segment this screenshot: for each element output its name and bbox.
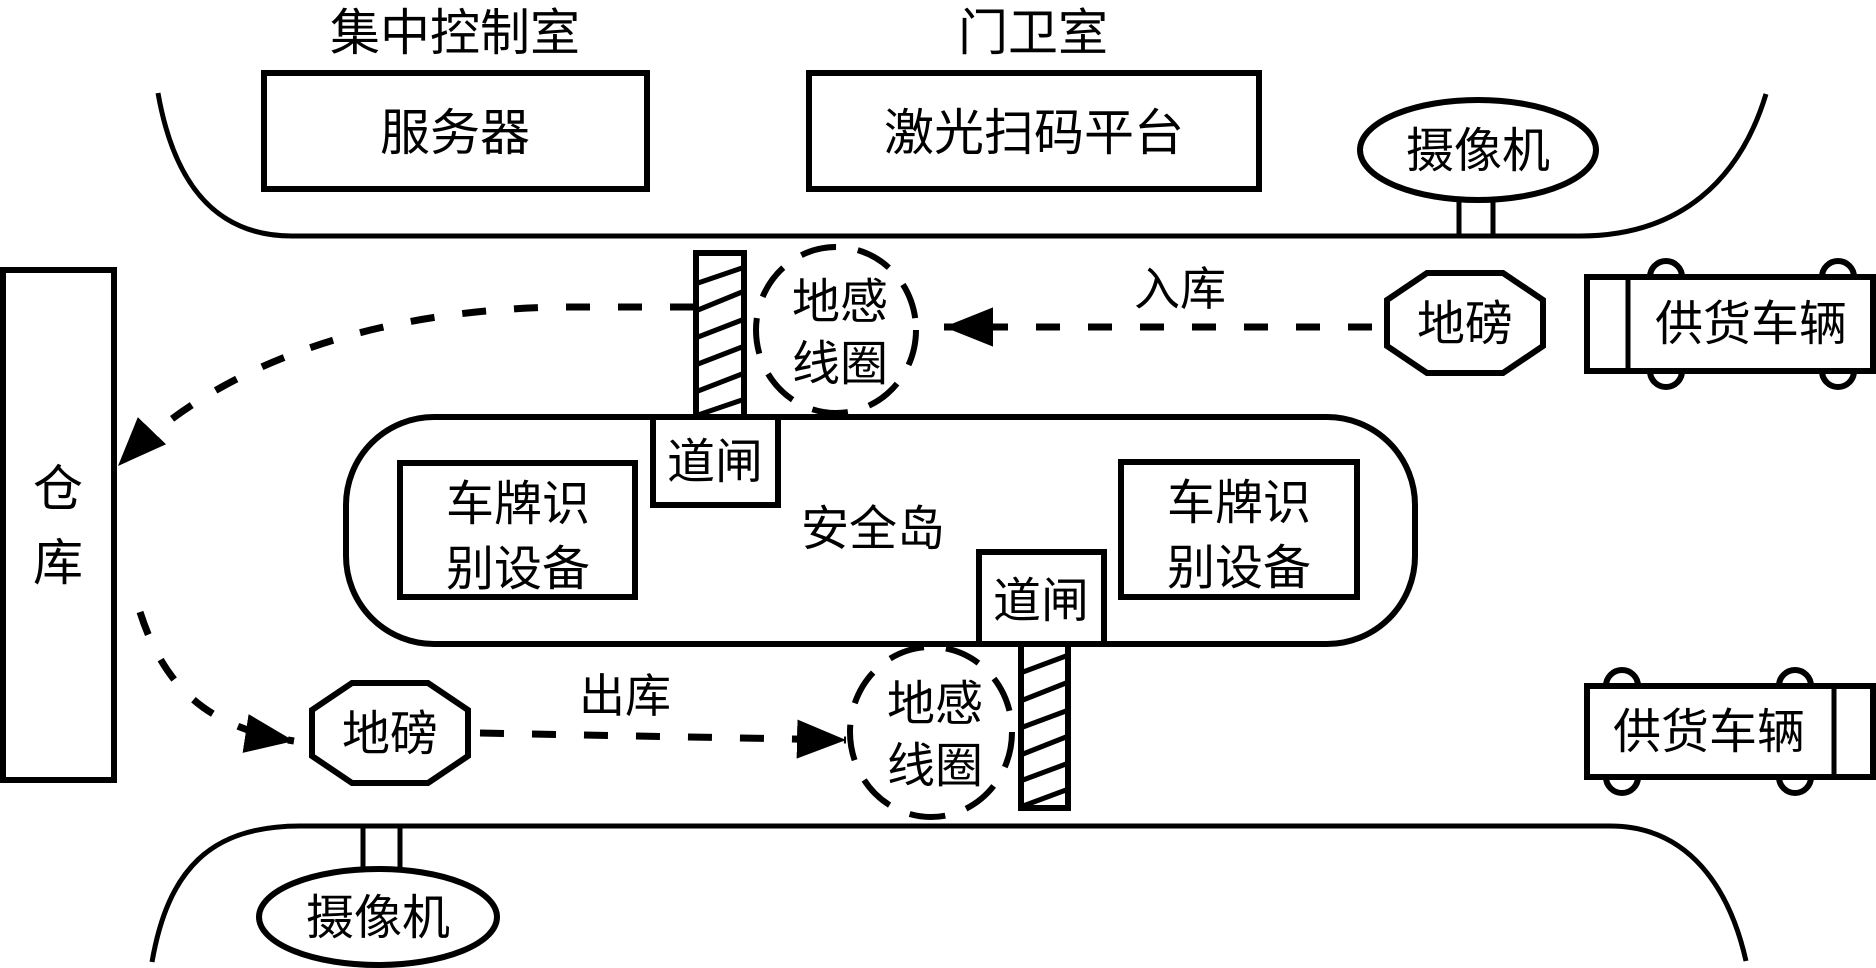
weighbridge-outbound-label: 地磅 xyxy=(342,706,438,762)
server-label: 服务器 xyxy=(380,104,530,162)
inbound-flow-label: 入库 xyxy=(1134,262,1226,316)
weighbridge-outbound: 地磅 xyxy=(309,680,471,786)
camera-bottom: 摄像机 xyxy=(256,826,500,968)
barrier-arm-inbound xyxy=(693,250,747,420)
guard-room-label: 门卫室 xyxy=(958,4,1108,62)
road-top-boundary xyxy=(155,92,1769,239)
barrier-arm-outbound xyxy=(1018,641,1071,811)
loop-detector-inbound-line2: 线圈 xyxy=(792,336,888,392)
outbound-flow-label: 出库 xyxy=(579,669,671,723)
warehouse-to-outbound-arrow xyxy=(136,610,295,753)
loop-detector-inbound-line1: 地感 xyxy=(792,274,888,330)
plate-recognition-right: 车牌识 别设备 xyxy=(1118,459,1360,600)
camera-top: 摄像机 xyxy=(1357,97,1599,236)
supply-vehicle-outbound-label: 供货车辆 xyxy=(1613,704,1805,760)
loop-detector-outbound: 地感 线圈 xyxy=(847,644,1015,820)
camera-icon: 摄像机 xyxy=(1406,123,1550,179)
warehouse-label-2: 库 xyxy=(33,534,83,592)
weighbridge-inbound-label: 地磅 xyxy=(1417,296,1513,352)
laser-scan-platform-label: 激光扫码平台 xyxy=(884,104,1184,162)
plate-recognition-right-line1: 车牌识 xyxy=(1167,475,1311,531)
loop-detector-outbound-line2: 线圈 xyxy=(887,738,983,794)
plate-recognition-left-line1: 车牌识 xyxy=(446,476,590,532)
control-room-label: 集中控制室 xyxy=(330,4,580,62)
camera-icon: 摄像机 xyxy=(306,890,450,946)
plate-recognition-left: 车牌识 别设备 xyxy=(397,460,638,600)
loop-detector-inbound: 地感 线圈 xyxy=(753,244,919,416)
barrier-gate-inbound: 道闸 xyxy=(650,414,781,508)
outbound-flow-arrow xyxy=(479,719,847,759)
road-bottom-boundary xyxy=(149,823,1749,963)
plate-recognition-right-line2: 别设备 xyxy=(1167,540,1311,596)
supply-vehicle-inbound-label: 供货车辆 xyxy=(1655,296,1847,352)
plate-recognition-left-line2: 别设备 xyxy=(446,541,590,597)
warehouse-label-1: 仓 xyxy=(33,460,83,518)
weighbridge-inbound: 地磅 xyxy=(1384,270,1546,376)
supply-vehicle-inbound: 供货车辆 xyxy=(1584,258,1876,390)
inbound-to-warehouse-arrow xyxy=(115,303,694,469)
safety-island-label: 安全岛 xyxy=(801,501,945,557)
supply-vehicle-outbound: 供货车辆 xyxy=(1584,667,1876,796)
barrier-gate-inbound-label: 道闸 xyxy=(667,434,763,490)
barrier-gate-outbound-label: 道闸 xyxy=(993,573,1089,629)
laser-scan-platform-box: 激光扫码平台 xyxy=(806,70,1262,192)
warehouse-box: 仓 库 xyxy=(0,267,117,783)
loop-detector-outbound-line1: 地感 xyxy=(887,676,983,732)
server-box: 服务器 xyxy=(261,70,650,192)
barrier-gate-outbound: 道闸 xyxy=(976,549,1107,647)
